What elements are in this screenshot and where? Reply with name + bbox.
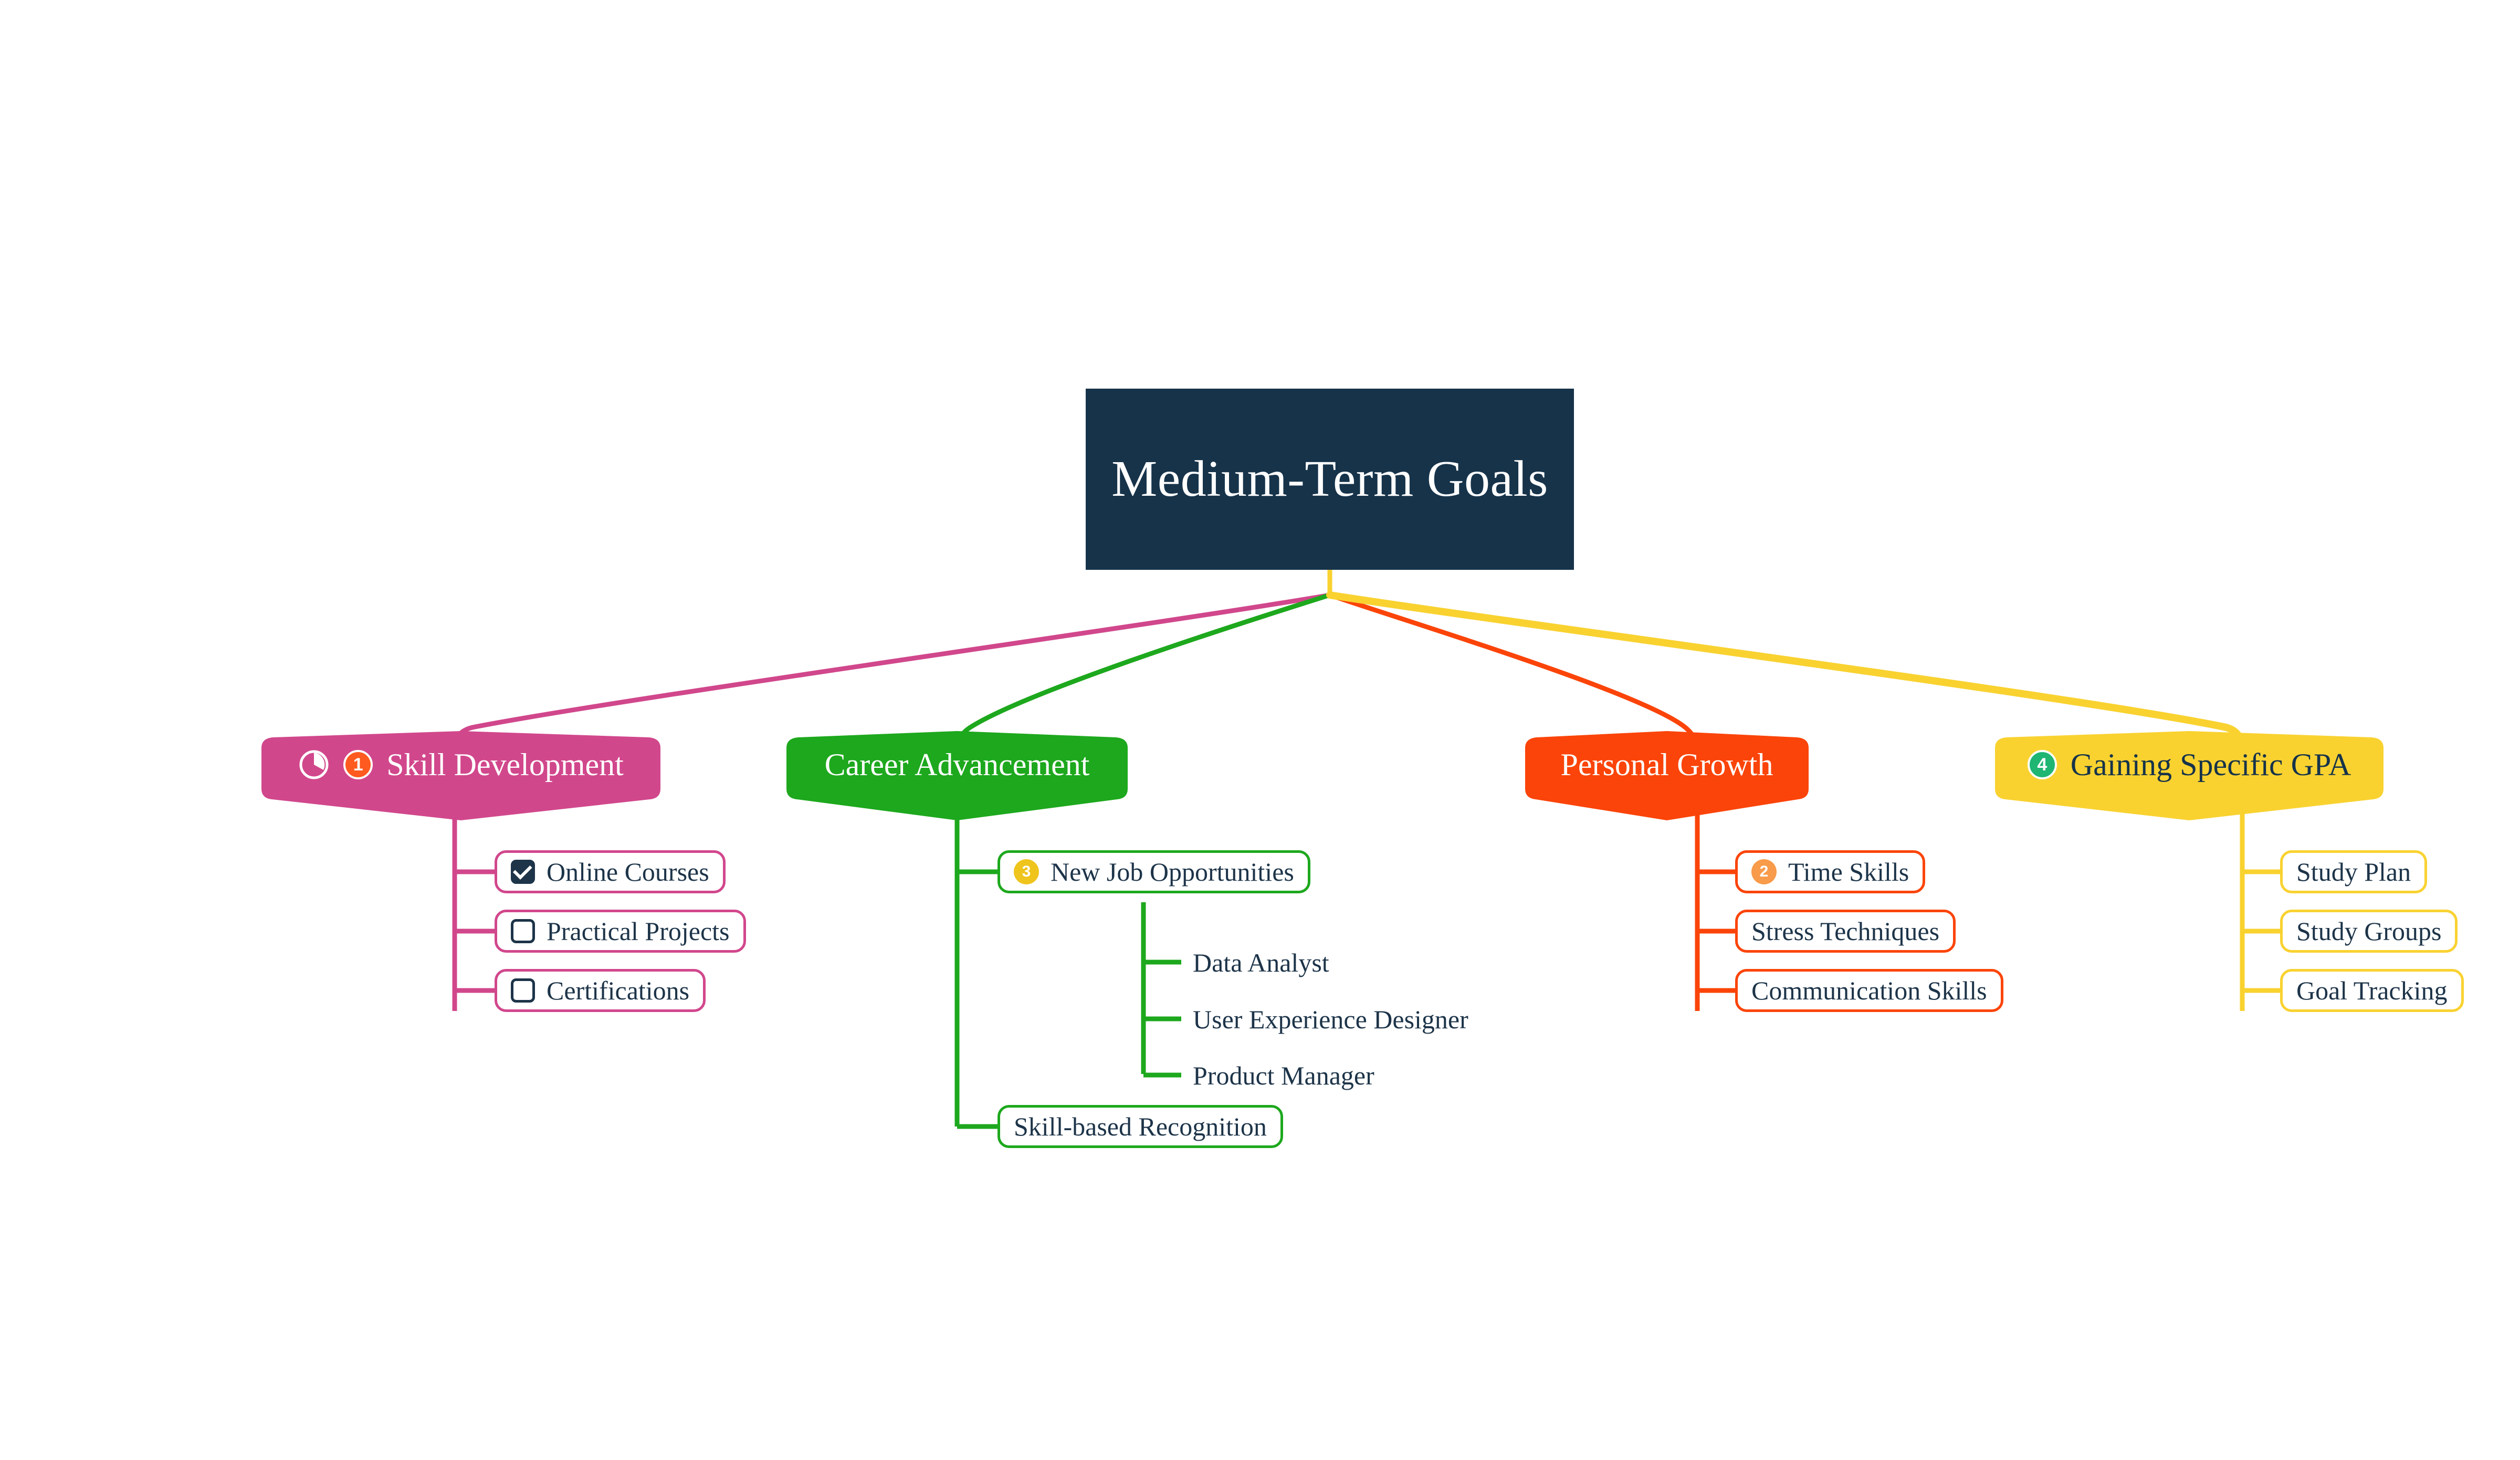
root-node[interactable]: Medium-Term Goals bbox=[1086, 389, 1574, 570]
badge-number: 3 bbox=[1022, 863, 1031, 880]
branch-label-personal-growth: Personal Growth bbox=[1560, 747, 1773, 782]
child-node-goal-tracking[interactable]: Goal Tracking bbox=[2280, 969, 2464, 1012]
branch-node-gaining-specific-gpa[interactable]: 4 Gaining Specific GPA bbox=[1995, 731, 2384, 820]
badge-number: 1 bbox=[353, 754, 363, 775]
child-label-online-courses: Online Courses bbox=[547, 857, 709, 887]
number-badge-2-icon: 2 bbox=[1751, 859, 1777, 884]
number-badge-1-icon: 1 bbox=[343, 750, 373, 779]
child-label-practical-projects: Practical Projects bbox=[547, 916, 730, 946]
checkbox-certifications[interactable] bbox=[511, 978, 535, 1003]
child-node-practical-projects[interactable]: Practical Projects bbox=[495, 910, 746, 953]
leaf-node-product-manager[interactable]: Product Manager bbox=[1193, 1061, 1374, 1090]
child-label-skill-based-recognition: Skill-based Recognition bbox=[1014, 1112, 1267, 1141]
leaf-node-data-analyst[interactable]: Data Analyst bbox=[1193, 948, 1329, 977]
branch-label-career-advancement: Career Advancement bbox=[824, 747, 1090, 782]
child-node-skill-based-recognition[interactable]: Skill-based Recognition bbox=[998, 1105, 1283, 1148]
child-label-new-job-opportunities: New Job Opportunities bbox=[1051, 857, 1294, 887]
child-label-stress-techniques: Stress Techniques bbox=[1751, 916, 1940, 946]
child-node-study-groups[interactable]: Study Groups bbox=[2280, 910, 2458, 953]
badge-number: 4 bbox=[2037, 754, 2048, 775]
child-node-certifications[interactable]: Certifications bbox=[495, 969, 706, 1012]
number-badge-4-icon: 4 bbox=[2027, 750, 2057, 779]
leaf-node-user-experience-designer[interactable]: User Experience Designer bbox=[1193, 1005, 1468, 1034]
child-label-goal-tracking: Goal Tracking bbox=[2296, 976, 2448, 1005]
child-label-time-skills: Time Skills bbox=[1788, 857, 1909, 887]
pie-progress-icon bbox=[299, 750, 329, 779]
checkbox-online-courses[interactable] bbox=[511, 860, 535, 884]
child-label-study-groups: Study Groups bbox=[2296, 916, 2442, 946]
branch-label-gaining-specific-gpa: Gaining Specific GPA bbox=[2070, 747, 2351, 782]
branch-node-personal-growth[interactable]: Personal Growth bbox=[1525, 731, 1809, 820]
number-badge-3-icon: 3 bbox=[1014, 859, 1039, 884]
child-label-communication-skills: Communication Skills bbox=[1751, 976, 1987, 1005]
child-node-time-skills[interactable]: 2 Time Skills bbox=[1735, 850, 1926, 893]
root-node-label: Medium-Term Goals bbox=[1111, 450, 1548, 507]
child-label-certifications: Certifications bbox=[547, 976, 690, 1005]
child-node-online-courses[interactable]: Online Courses bbox=[495, 850, 726, 893]
checkbox-practical-projects[interactable] bbox=[511, 919, 535, 943]
child-node-stress-techniques[interactable]: Stress Techniques bbox=[1735, 910, 1956, 953]
child-node-new-job-opportunities[interactable]: 3 New Job Opportunities bbox=[998, 850, 1310, 893]
child-node-communication-skills[interactable]: Communication Skills bbox=[1735, 969, 2003, 1012]
badge-number: 2 bbox=[1759, 863, 1769, 880]
branch-node-career-advancement[interactable]: Career Advancement bbox=[786, 731, 1128, 820]
branch-node-skill-development[interactable]: 1 Skill Development bbox=[261, 731, 660, 820]
branch-label-skill-development: Skill Development bbox=[386, 747, 624, 782]
child-node-study-plan[interactable]: Study Plan bbox=[2280, 850, 2428, 893]
child-label-study-plan: Study Plan bbox=[2296, 857, 2411, 887]
